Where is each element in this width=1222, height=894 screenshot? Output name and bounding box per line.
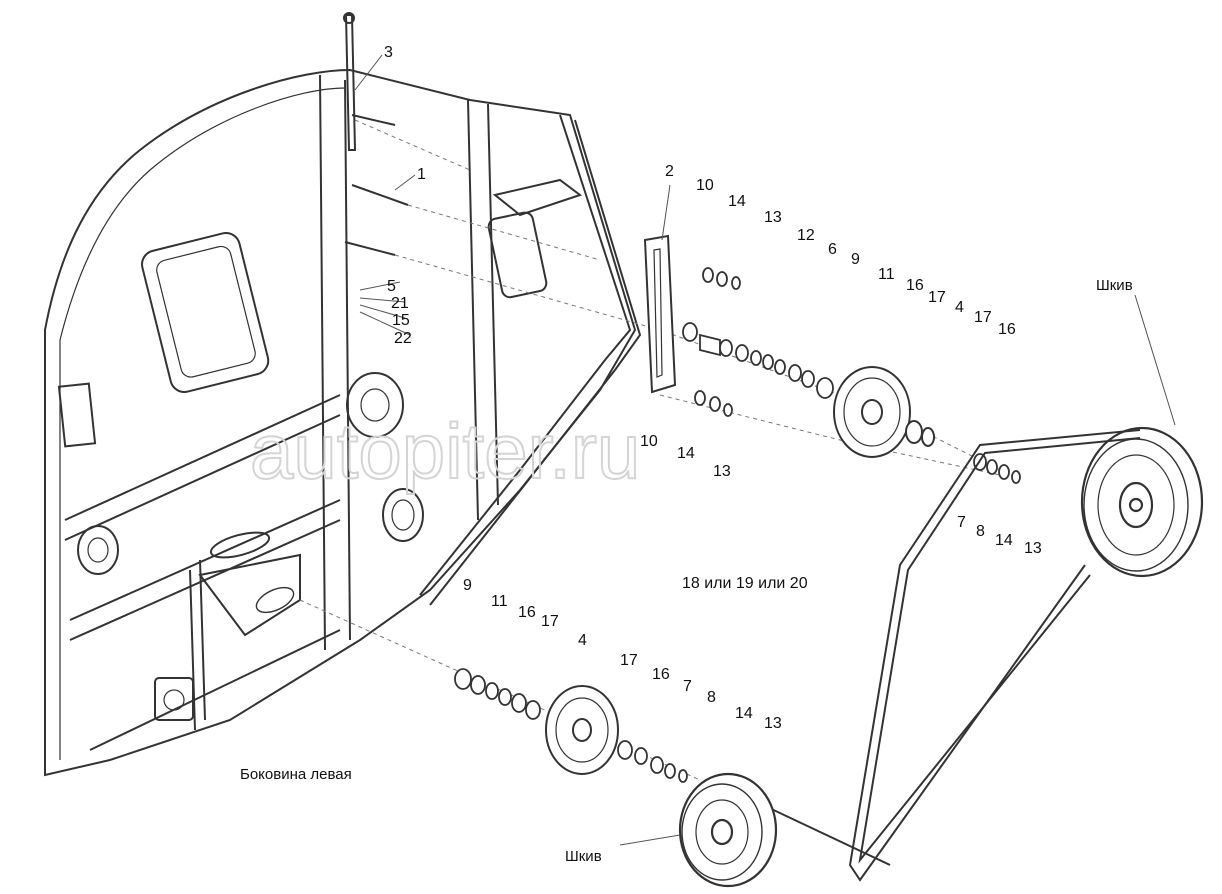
callout-13-mid: 13 [713,463,731,480]
watermark-text: autopiter.ru [250,407,640,495]
callout-14-upper: 14 [728,193,746,210]
callout-leaders [354,54,1176,846]
callout-17-upper-b: 17 [974,309,992,326]
callout-10-upper: 10 [696,177,714,194]
right-hardware [973,453,1021,484]
callout-8-right: 8 [976,523,985,540]
callout-4-upper: 4 [955,299,964,316]
callout-6: 6 [828,241,837,258]
callout-labels: 3 1 5 21 15 22 2 10 14 13 12 6 9 11 16 1… [384,44,1042,732]
lower-pulley [545,685,619,775]
large-pulley-right [1080,426,1204,578]
callout-14-mid: 14 [677,445,695,462]
callout-10-mid: 10 [640,433,658,450]
callout-11-upper: 11 [878,266,895,283]
lower-hardware [454,668,688,783]
upper-hardware [682,267,834,417]
callout-9-upper: 9 [851,251,860,268]
callout-14-right: 14 [995,532,1013,549]
callout-9-lower: 9 [463,577,472,594]
callout-16-lower: 16 [518,604,536,621]
callout-2: 2 [665,163,674,180]
caption-pulley-right: Шкив [1096,277,1133,294]
callout-8-lower: 8 [707,689,716,706]
callout-16-lower-b: 16 [652,666,670,683]
callout-5: 5 [387,278,396,295]
callout-11-lower: 11 [491,593,508,610]
bracket-plate [643,234,677,394]
captions: Боковина левая Шкив Шкив 18 или 19 или 2… [240,277,1133,865]
caption-left-side: Боковина левая [240,766,352,783]
callout-15: 15 [392,312,410,329]
callout-16-upper: 16 [906,277,924,294]
callout-7-lower: 7 [683,678,692,695]
callout-1: 1 [417,166,426,183]
callout-16-upper-b: 16 [998,321,1016,338]
callout-17-lower-b: 17 [620,652,638,669]
left-side-panel [44,12,642,777]
callout-3: 3 [384,44,393,61]
callout-7-right: 7 [957,514,966,531]
callout-13-lower: 13 [764,715,782,732]
callout-4-lower: 4 [578,632,587,649]
caption-pulley-bottom: Шкив [565,848,602,865]
callout-22: 22 [394,330,412,347]
large-pulley-bottom [678,772,778,888]
caption-belt-options: 18 или 19 или 20 [682,575,808,592]
callout-13-right: 13 [1024,540,1042,557]
callout-21: 21 [391,295,409,312]
callout-13-upper: 13 [764,209,782,226]
upper-pulley [833,366,935,458]
callout-12: 12 [797,227,815,244]
callout-17-upper: 17 [928,289,946,306]
callout-17-lower: 17 [541,613,559,630]
callout-14-lower: 14 [735,705,753,722]
